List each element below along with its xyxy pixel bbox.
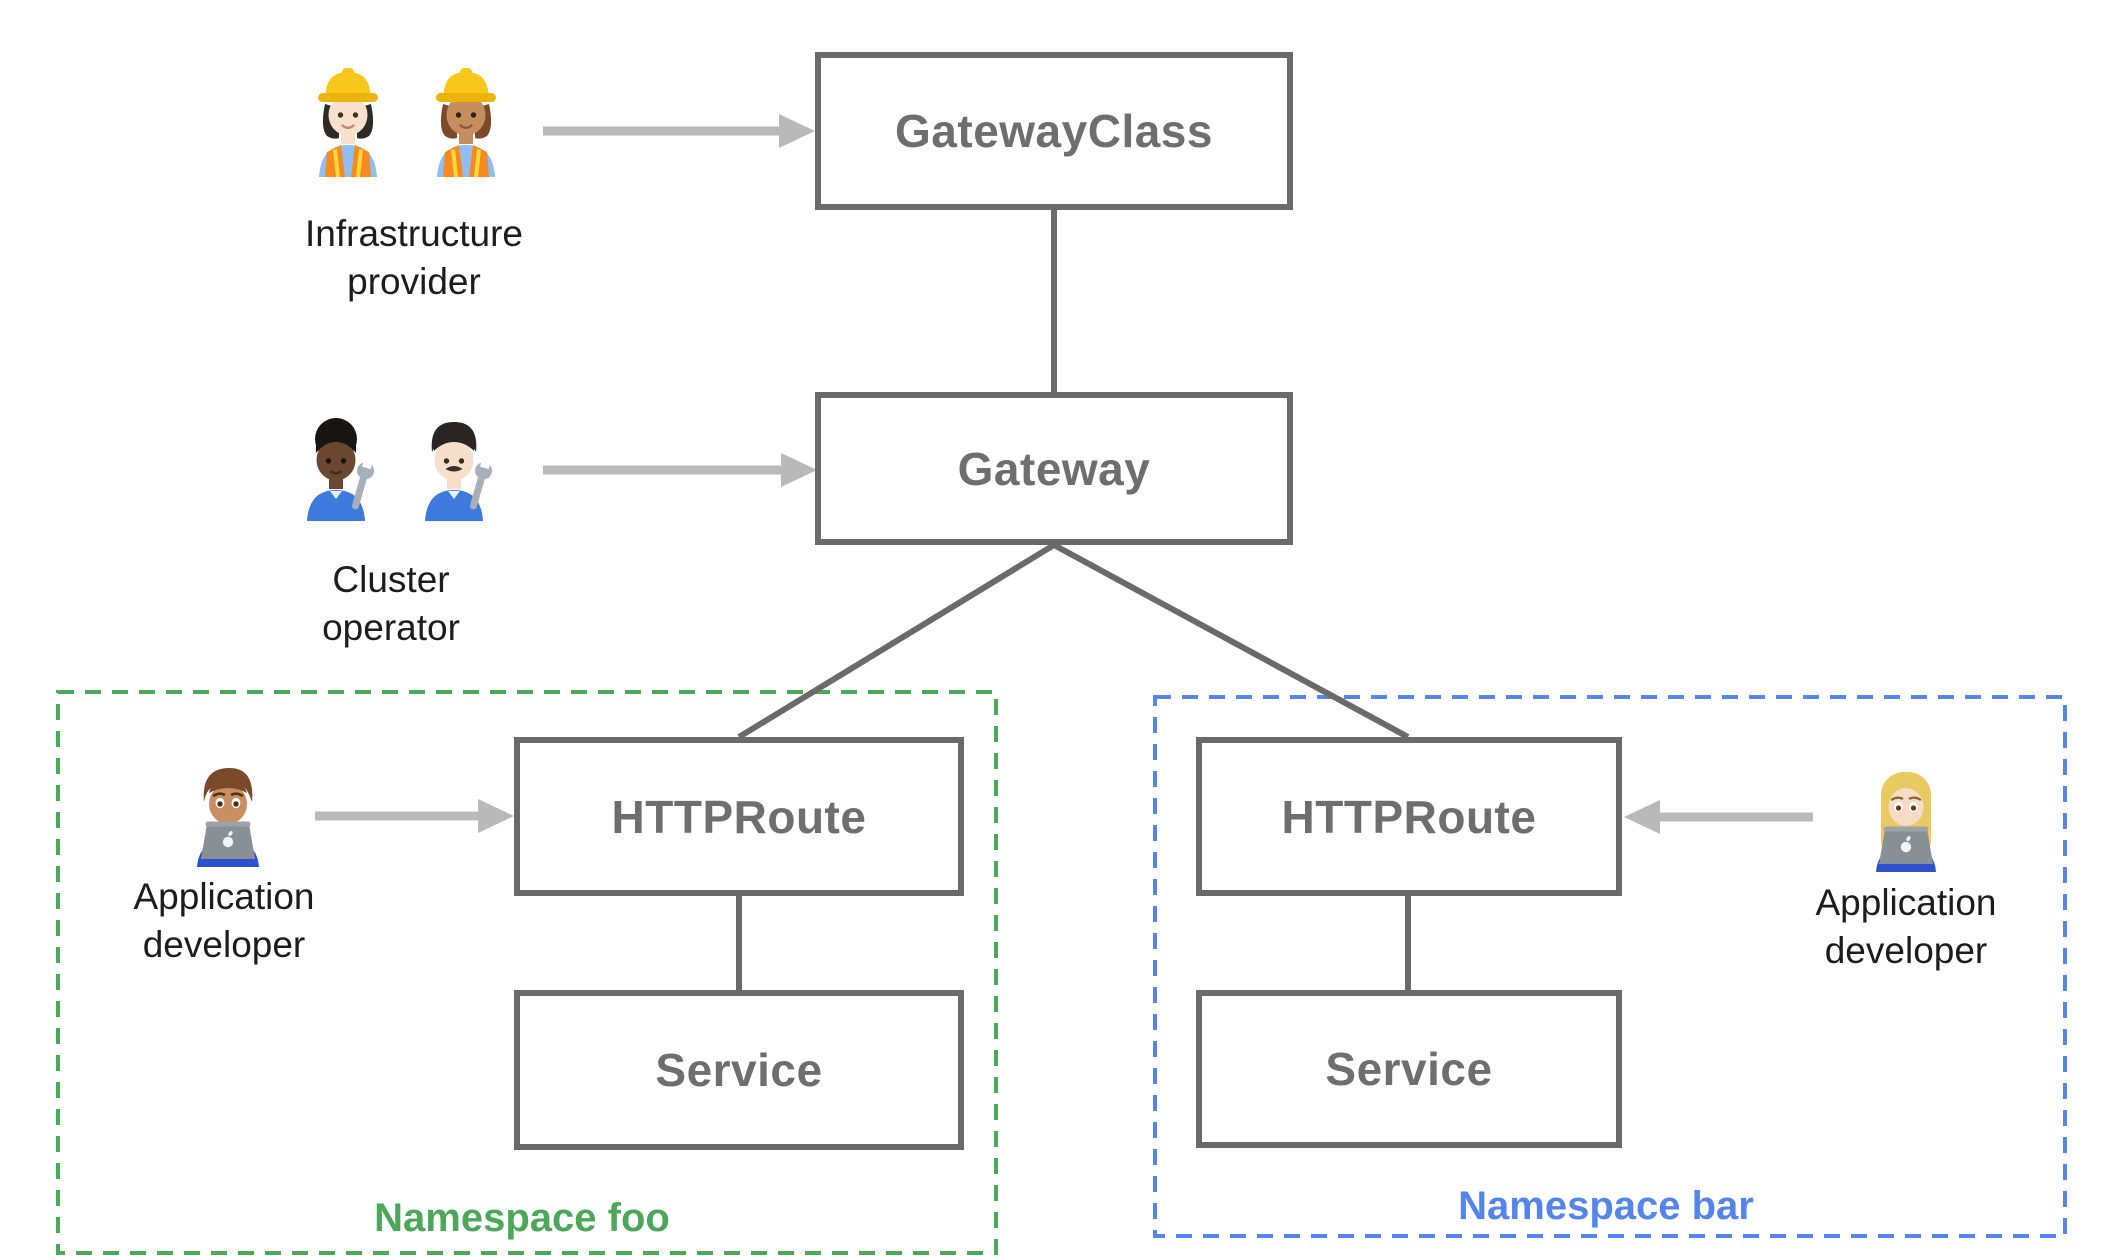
- arrow-cluster-operator-to-gateway: [543, 453, 817, 487]
- woman-construction-worker-emojis: [292, 62, 522, 177]
- arrow-infrastructure-to-gatewayclass: [543, 114, 815, 148]
- service-foo-label: Service: [655, 1044, 823, 1096]
- mechanic-dark-emoji: [307, 418, 375, 521]
- infrastructure-provider-label: Infrastructure provider: [305, 213, 523, 302]
- namespace-bar-boundary: [1153, 695, 2067, 1238]
- edge-gateway-httproute-bar: [1052, 542, 1410, 740]
- service-bar-box: Service: [1196, 990, 1622, 1148]
- arrow-developer-to-httproute-bar: [1624, 800, 1813, 834]
- laptop-icon: [201, 821, 255, 859]
- httproute-bar-box: HTTPRoute: [1196, 737, 1622, 896]
- laptop-icon: [1879, 826, 1933, 864]
- persona-application-developer-foo: [176, 752, 280, 867]
- arrow-developer-to-httproute-foo: [315, 799, 514, 833]
- namespace-bar-label: Namespace bar: [1458, 1184, 1754, 1228]
- httproute-bar-label: HTTPRoute: [1281, 790, 1537, 843]
- namespace-foo-boundary: [56, 690, 998, 1255]
- cluster-operator-label: Cluster operator: [322, 559, 460, 648]
- service-foo-box: Service: [514, 990, 964, 1150]
- woman-construction-worker-medium-emoji: [436, 68, 496, 177]
- mechanic-emojis: [282, 406, 508, 521]
- gateway-label: Gateway: [957, 442, 1151, 495]
- woman-technologist-emoji: [1854, 757, 1958, 872]
- man-technologist-emoji: [176, 752, 280, 867]
- httproute-foo-box: HTTPRoute: [514, 737, 964, 896]
- namespace-foo-label: Namespace foo: [374, 1196, 670, 1240]
- gateway-box: Gateway: [815, 392, 1293, 545]
- edge-gateway-httproute-foo: [737, 542, 1056, 740]
- application-developer-bar-label: Application developer: [1815, 882, 1997, 971]
- service-bar-label: Service: [1325, 1043, 1493, 1095]
- gatewayclass-box: GatewayClass: [815, 52, 1293, 210]
- persona-application-developer-bar: [1854, 757, 1958, 872]
- man-mechanic-light-emoji: [425, 422, 493, 521]
- man-technologist-emoji: [197, 767, 259, 867]
- persona-infrastructure-provider: [292, 62, 522, 177]
- persona-cluster-operator: [282, 406, 508, 521]
- httproute-foo-label: HTTPRoute: [611, 790, 867, 843]
- application-developer-foo-label: Application developer: [133, 876, 315, 965]
- gatewayclass-label: GatewayClass: [895, 105, 1213, 157]
- wrench-icon: [469, 457, 493, 510]
- woman-construction-worker-light-emoji: [318, 68, 378, 177]
- woman-technologist-emoji: [1876, 772, 1936, 872]
- wrench-icon: [351, 457, 375, 510]
